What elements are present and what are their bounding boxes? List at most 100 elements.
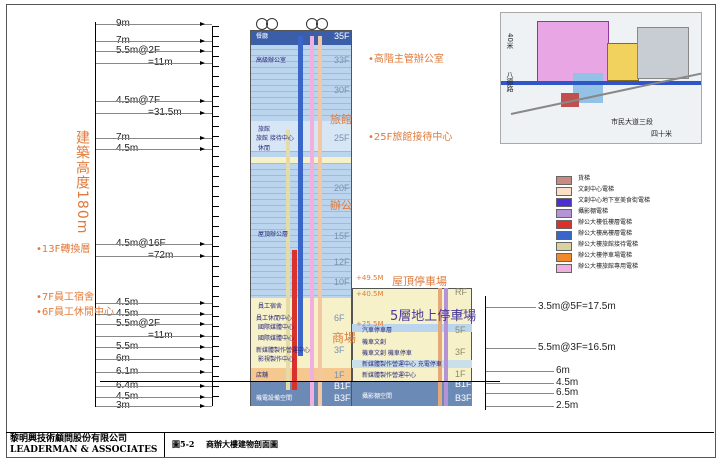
- left-dimension-label: 4.5m: [116, 308, 138, 319]
- elevation-mark: +25.5M: [356, 320, 384, 328]
- tower-floor-name: 高級辦公室: [256, 57, 287, 64]
- left-dimension-label: =72m: [148, 250, 173, 261]
- arrow-icon: [200, 242, 205, 246]
- north-road-label: 40米: [506, 33, 514, 49]
- right-dimension-label: 6m: [556, 365, 570, 376]
- tower-floor-number: 35F: [334, 31, 350, 41]
- road-label: 八德路: [506, 71, 514, 92]
- left-dimension-tick: [96, 336, 212, 337]
- podium-floor-number: B1F: [455, 379, 472, 389]
- podium-shaft: [438, 288, 442, 406]
- left-dimension-label: =11m: [148, 57, 173, 68]
- left-dimension-label: 9m: [116, 18, 130, 29]
- podium-room-label: 機車文創: [362, 339, 387, 346]
- site-plan-inset: 40米 八德路 市民大道三段 四十米: [500, 12, 702, 144]
- arrow-icon: [200, 370, 205, 374]
- left-dimension-label: 4.5m: [116, 391, 138, 402]
- podium-label: 商場: [332, 331, 357, 345]
- arrow-icon: [200, 334, 205, 338]
- left-dimension-tick: [96, 256, 212, 257]
- left-dimension-label: 4.5m: [116, 297, 138, 308]
- legend-swatch: [556, 220, 572, 229]
- podium-floor-number: 3F: [455, 347, 466, 357]
- legend-swatch: [556, 253, 572, 262]
- figure-title: 商辦大樓建物剖面圖: [206, 439, 278, 449]
- figure-number: 圖5-2: [172, 439, 195, 449]
- tower-floor-name: 新媒體製作營運中心: [256, 347, 311, 354]
- right-dimension-label: 6.5m: [556, 387, 579, 398]
- left-dimension-tick: [96, 397, 212, 398]
- tower-floor-number: B3F: [334, 393, 351, 403]
- podium-basement: [352, 382, 472, 406]
- left-dimension-tick: [96, 347, 212, 348]
- left-dimension-label: 4.5m@7F: [116, 95, 160, 106]
- left-dimension-tick: [96, 113, 212, 114]
- legend-label: 辦公大樓停車場電梯: [578, 252, 633, 259]
- tower-floor-name: 店舖: [256, 372, 269, 379]
- tower-scale-bar: [212, 26, 219, 406]
- left-dimension-label: 4.5m@16F: [116, 238, 166, 249]
- legend-swatch: [556, 231, 572, 240]
- right-dimension-tick: [486, 348, 536, 349]
- elevation-mark: +49.5M: [356, 274, 384, 282]
- tower-room-label: 國際媒體中心: [258, 324, 295, 331]
- site-road: [501, 81, 701, 85]
- arrow-icon: [200, 99, 205, 103]
- left-dimension-tick: [96, 63, 212, 64]
- podium-room-label: 機車文創 機車停車: [362, 350, 412, 357]
- arrow-icon: [200, 111, 205, 115]
- podium-room-label: 攝影棚空間: [362, 393, 393, 400]
- podium-floor-number: 5F: [455, 325, 466, 335]
- arrow-icon: [200, 312, 205, 316]
- arrow-icon: [200, 357, 205, 361]
- podium-floor-number: 6F: [455, 308, 466, 318]
- legend-swatch: [556, 198, 572, 207]
- elevator-shaft-tan: [286, 130, 290, 390]
- left-dimension-tick: [96, 24, 212, 25]
- left-dimension-label: =31.5m: [148, 107, 182, 118]
- right-dimension-tick: [486, 307, 536, 308]
- left-dimension-tick: [96, 101, 212, 102]
- right-dimension-label: 2.5m: [556, 400, 579, 411]
- zone-label-office: 辦公: [330, 199, 352, 212]
- title-block: 黎明興技術顧問股份有限公司 LEADERMAN & ASSOCIATES 圖5-…: [6, 432, 714, 457]
- tower-floor-number: B1F: [334, 381, 351, 391]
- left-dimension-label: 6m: [116, 353, 130, 364]
- elevator-shaft-pink: [310, 36, 314, 406]
- right-dimension-tick: [486, 371, 554, 372]
- left-dimension-tick: [96, 303, 212, 304]
- zone-label-hotel: 旅館: [330, 113, 352, 126]
- title-divider: [164, 433, 165, 457]
- company-english: LEADERMAN & ASSOCIATES: [10, 445, 158, 455]
- site-block: [637, 27, 689, 79]
- legend-label: 文創中心地下室美食街電梯: [578, 197, 651, 204]
- left-note: •13F轉換層: [36, 244, 91, 255]
- right-note: •高階主管辦公室: [368, 54, 444, 65]
- elevation-mark: +40.5M: [356, 290, 384, 298]
- arrow-icon: [200, 301, 205, 305]
- tower-floor-number: 30F: [334, 85, 350, 95]
- tower-room-label: 員工宿舍: [258, 303, 283, 310]
- rooftop-fan-icon: [266, 18, 278, 30]
- tower-floor-number: 6F: [334, 313, 345, 323]
- tower-room-label: 影視製作中心: [258, 356, 295, 363]
- legend-label: 文創中心電梯: [578, 186, 615, 193]
- tower-floor-name: 旅館 接待中心: [256, 135, 294, 142]
- legend-label: 辦公大樓低樓層電梯: [578, 219, 633, 226]
- podium-shaft: [444, 288, 448, 406]
- podium-room-label: 新媒體製作營運中心: [362, 372, 417, 379]
- tower-floor-number: 10F: [334, 277, 350, 287]
- left-dimension-label: 6.1m: [116, 366, 138, 377]
- street-label: 市民大道三段: [611, 118, 653, 126]
- left-dimension-label: 5.5m@2F: [116, 45, 160, 56]
- left-dimension-tick: [96, 359, 212, 360]
- podium-stripe: [352, 324, 472, 332]
- tower-floor-number: 15F: [334, 231, 350, 241]
- legend-swatch: [556, 209, 572, 218]
- tower-floor-number: 20F: [334, 183, 350, 193]
- tower-room-label: 屋頂辦公層: [258, 231, 289, 238]
- total-height-line: [95, 22, 96, 407]
- legend-swatch: [556, 264, 572, 273]
- left-dimension-tick: [96, 138, 212, 139]
